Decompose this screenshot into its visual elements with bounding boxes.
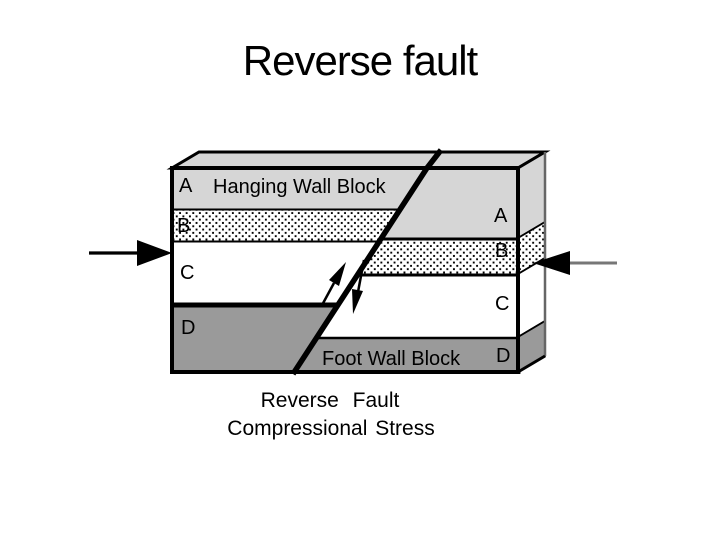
layer-label-d-foot: D	[496, 345, 510, 367]
layer-label-c-hanging: C	[180, 262, 194, 284]
up-arrow-shaft	[319, 282, 336, 308]
side-face-bottom-edge	[517, 354, 546, 374]
front-face-border	[170, 166, 520, 374]
right-arrow-head	[533, 251, 570, 275]
caption-line-2: Compressional Stress	[227, 417, 434, 440]
hanging-wall-label: Hanging Wall Block	[213, 176, 387, 198]
block-top-face	[166, 150, 551, 170]
layer-label-b-foot: B	[495, 240, 508, 262]
side-face-top-edge	[517, 150, 546, 170]
layer-a-hanging	[170, 166, 430, 210]
left-arrow-head	[137, 240, 172, 266]
caption-line-1: Reverse Fault	[261, 389, 400, 412]
slide-title: Reverse fault	[242, 37, 478, 84]
foot-wall-motion-arrow	[352, 259, 366, 314]
layer-label-b-hanging: B	[177, 215, 190, 237]
up-arrow-head-icon	[329, 262, 346, 286]
layer-label-a-hanging: A	[179, 175, 193, 197]
left-compression-arrow-icon	[89, 240, 172, 266]
layer-d-foot	[291, 337, 521, 374]
hanging-wall-motion-arrow	[319, 262, 346, 308]
layer-label-d-hanging: D	[181, 317, 195, 339]
foot-wall-label: Foot Wall Block	[322, 348, 461, 370]
down-arrow-shaft	[356, 259, 366, 293]
layer-label-a-foot: A	[494, 205, 508, 227]
down-arrow-head-icon	[352, 289, 363, 314]
right-compression-arrow-icon	[533, 251, 617, 275]
layer-label-c-foot: C	[495, 293, 509, 315]
fault-line	[290, 148, 444, 376]
